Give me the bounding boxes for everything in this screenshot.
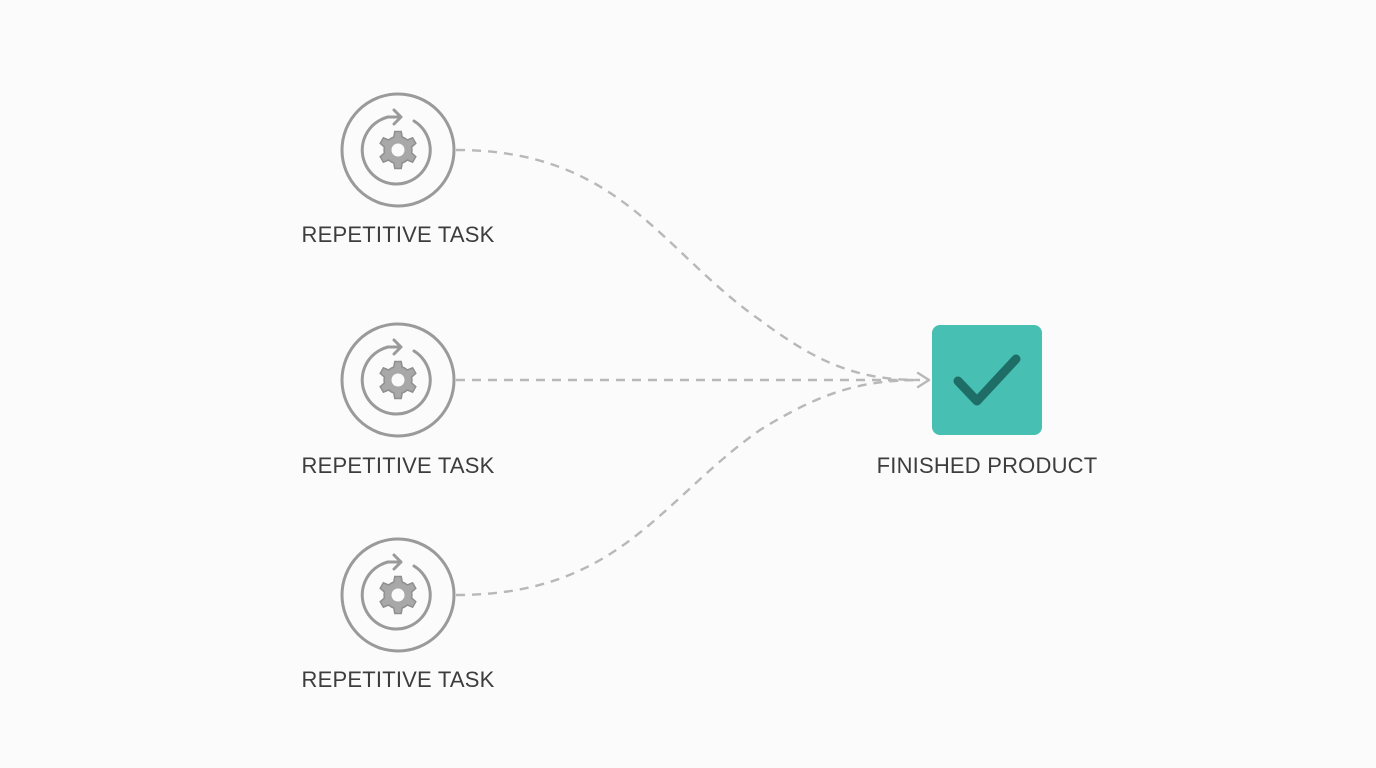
connector-top bbox=[455, 148, 921, 382]
task-node-3 bbox=[340, 537, 456, 653]
task-node-1 bbox=[340, 92, 456, 208]
task-label-3: REPETITIVE TASK bbox=[301, 667, 495, 692]
gear-cycle-icon bbox=[360, 108, 432, 186]
gear-cycle-icon bbox=[360, 338, 432, 416]
arrowhead-icon bbox=[916, 371, 931, 389]
product-node bbox=[932, 325, 1042, 435]
task-label-1: REPETITIVE TASK bbox=[301, 222, 495, 247]
gear-cycle-icon bbox=[360, 553, 432, 631]
connector-bottom bbox=[455, 378, 921, 597]
checkmark-icon bbox=[953, 354, 1021, 406]
product-label: FINISHED PRODUCT bbox=[876, 453, 1098, 478]
task-label-2: REPETITIVE TASK bbox=[301, 453, 495, 478]
task-node-2 bbox=[340, 322, 456, 438]
